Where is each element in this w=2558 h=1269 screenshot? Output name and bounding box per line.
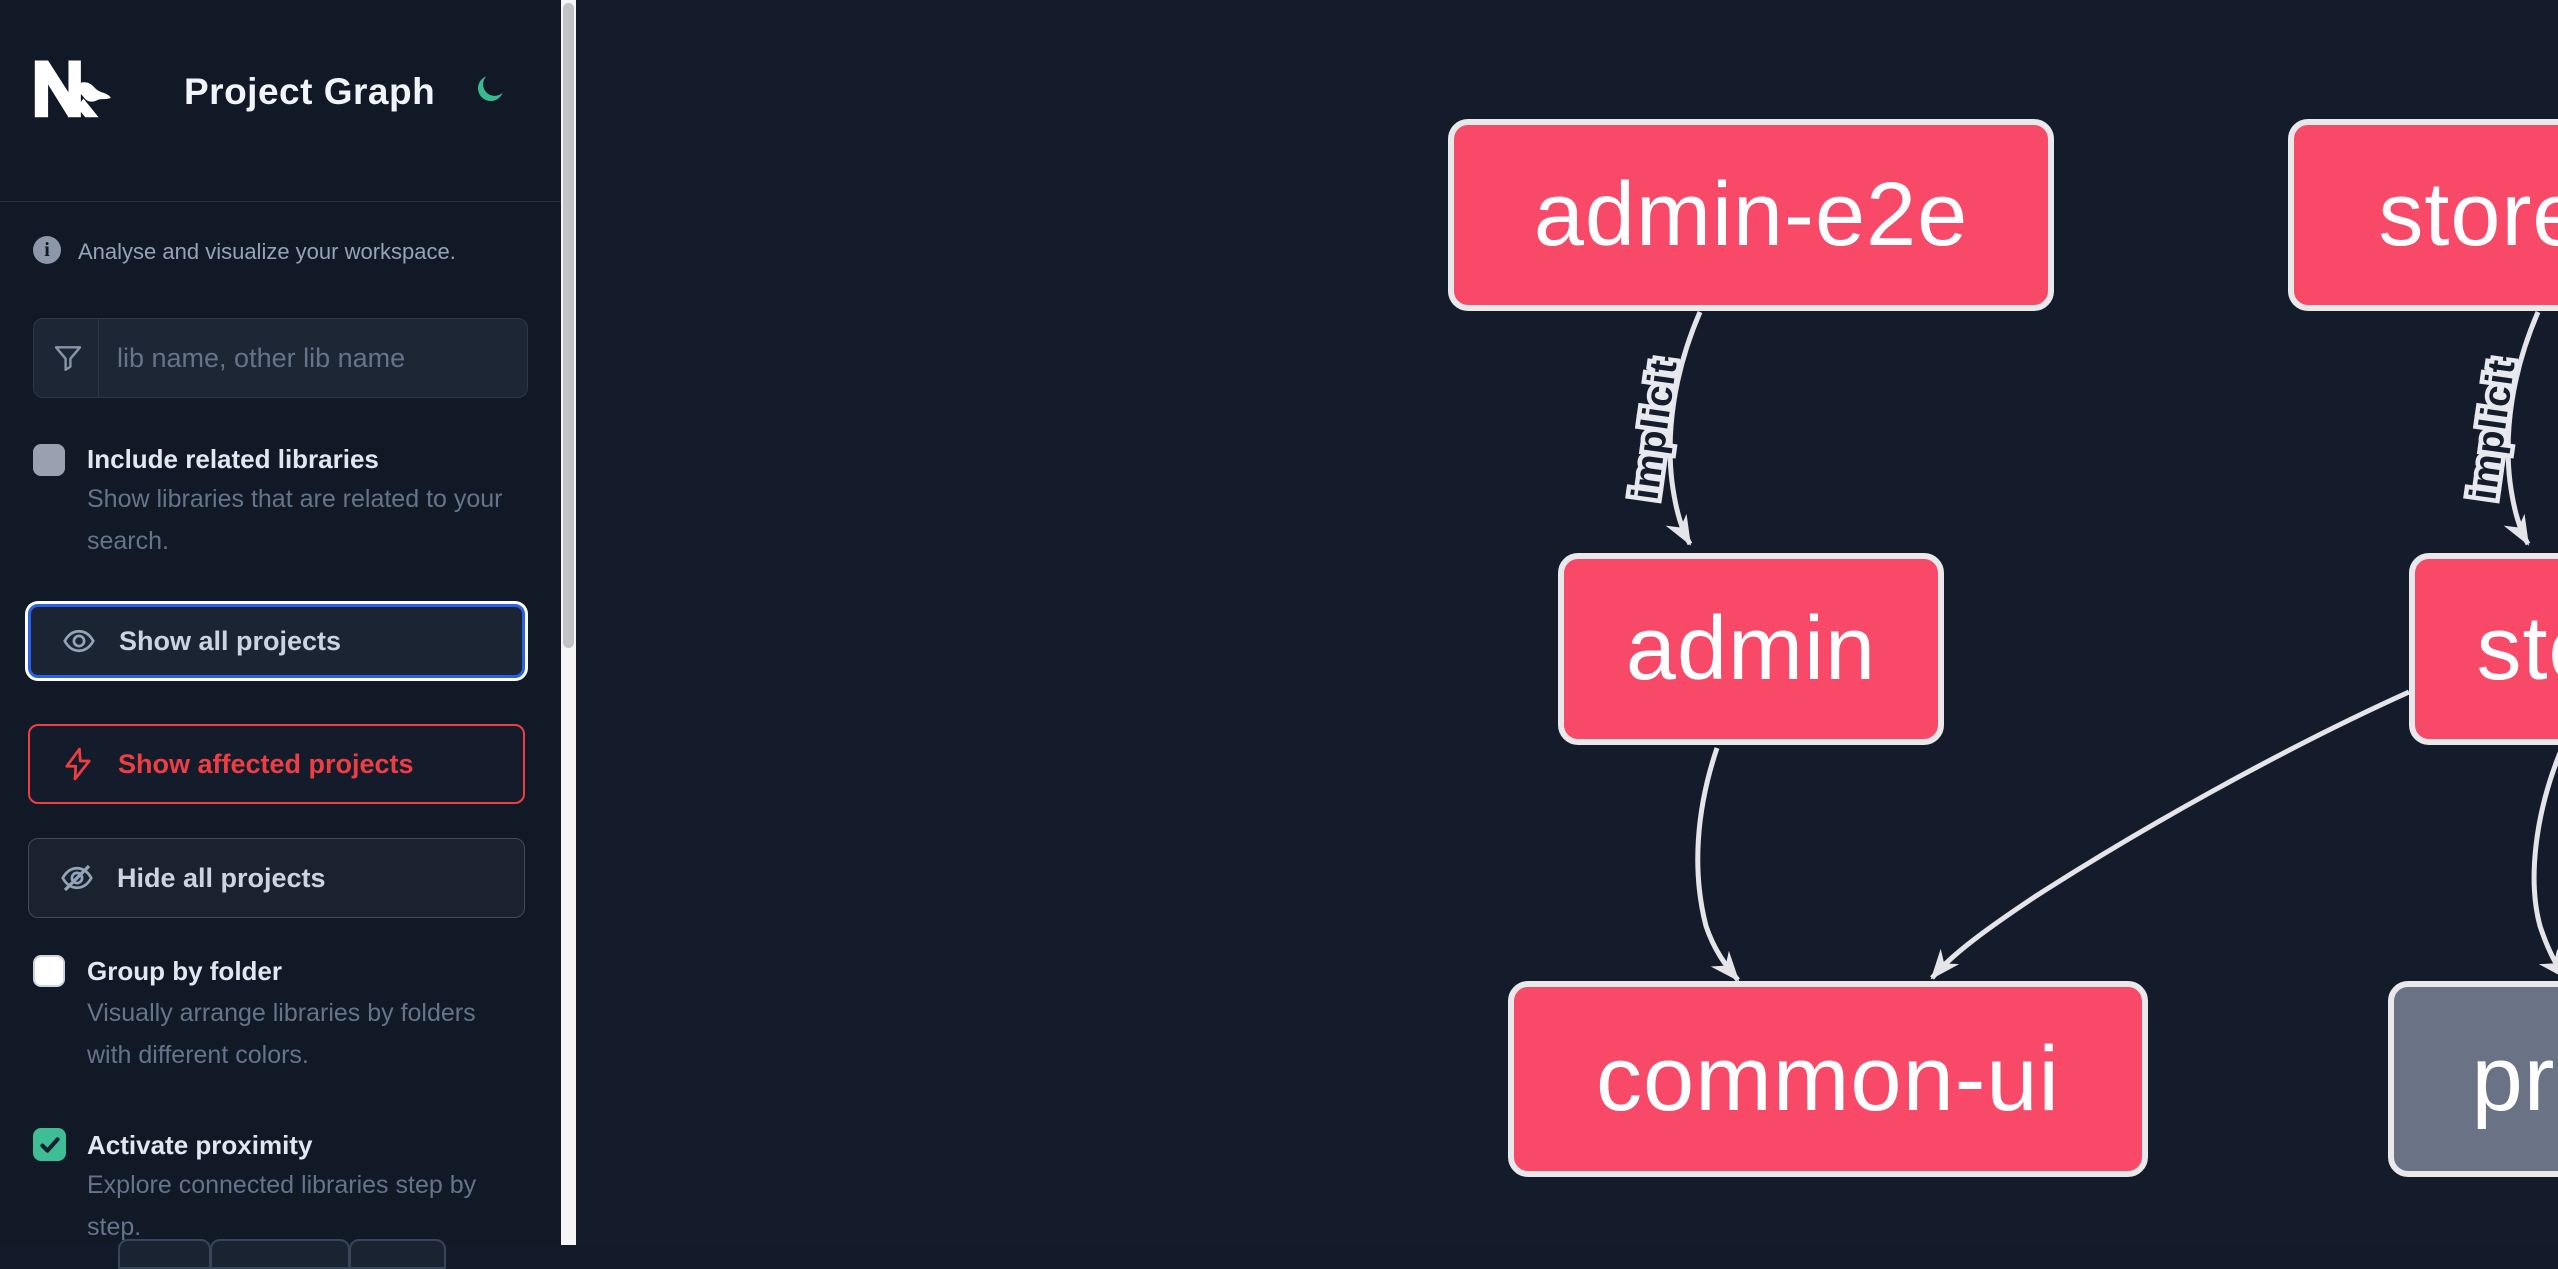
graph-canvas[interactable]: implicit implicit implicit implicit admi… (576, 0, 2558, 1245)
include-related-description: Show libraries that are related to your … (87, 485, 503, 555)
check-icon (39, 1136, 60, 1153)
proximity-stepper-segment[interactable] (210, 1239, 350, 1269)
node-admin-e2e[interactable]: admin-e2e (1448, 119, 2054, 311)
edge-store-e2e-store (2503, 311, 2541, 546)
show-affected-projects-label: Show affected projects (118, 748, 414, 779)
filter-icon (54, 346, 82, 371)
edge-admin-e2e-admin (1665, 311, 1703, 546)
group-by-folder-checkbox[interactable] (33, 955, 65, 987)
include-related-label: Include related libraries (87, 444, 379, 474)
eye-off-icon (61, 864, 93, 892)
group-by-folder-description: Visually arrange libraries by folders wi… (87, 999, 476, 1069)
show-all-projects-button[interactable]: Show all projects (28, 604, 525, 678)
sidebar: Project Graph i Analyse and visualize yo… (0, 0, 561, 1269)
activate-proximity-label: Activate proximity (87, 1130, 313, 1160)
edge-store-products (2531, 751, 2558, 980)
dark-mode-toggle-moon-icon[interactable] (473, 72, 507, 106)
group-by-folder-label: Group by folder (87, 956, 282, 986)
node-label: products (2471, 1027, 2558, 1130)
include-related-checkbox[interactable] (33, 444, 65, 476)
edge-store-common-ui (1930, 689, 2411, 980)
search-input[interactable] (99, 319, 537, 397)
search-divider (98, 319, 99, 397)
search-box (33, 318, 537, 398)
page-title: Project Graph (184, 71, 436, 112)
node-label: common-ui (1595, 1027, 2060, 1130)
proximity-stepper-segment[interactable] (349, 1239, 446, 1269)
eye-icon (63, 629, 95, 653)
node-label: store (2476, 598, 2558, 699)
node-admin[interactable]: admin (1558, 553, 1944, 745)
node-store[interactable]: store (2409, 553, 2558, 745)
activate-proximity-description: Explore connected libraries step by step… (87, 1171, 477, 1241)
hide-all-projects-label: Hide all projects (117, 862, 326, 893)
workspace-hint-text: Analyse and visualize your workspace. (78, 239, 456, 264)
sidebar-scrollbar-thumb[interactable] (563, 3, 574, 648)
info-icon: i (33, 236, 61, 264)
hide-all-projects-button[interactable]: Hide all projects (28, 838, 525, 918)
sidebar-scrollbar[interactable] (561, 0, 576, 1245)
dependency-edges (1665, 311, 2558, 982)
node-label: store-e2e (2378, 164, 2558, 265)
edge-admin-common-ui (1695, 747, 1740, 982)
node-label: admin (1625, 598, 1877, 699)
lightning-bolt-icon (65, 747, 91, 781)
node-label: admin-e2e (1533, 164, 1969, 265)
node-store-e2e[interactable]: store-e2e (2288, 119, 2558, 311)
header-divider (0, 201, 561, 202)
activate-proximity-checkbox[interactable] (33, 1128, 66, 1161)
nx-logo (34, 60, 111, 118)
proximity-stepper-segment[interactable] (118, 1239, 211, 1269)
show-affected-projects-button[interactable]: Show affected projects (28, 724, 525, 804)
node-products[interactable]: products (2388, 981, 2558, 1177)
show-all-projects-label: Show all projects (119, 625, 342, 656)
node-common-ui[interactable]: common-ui (1508, 981, 2148, 1177)
